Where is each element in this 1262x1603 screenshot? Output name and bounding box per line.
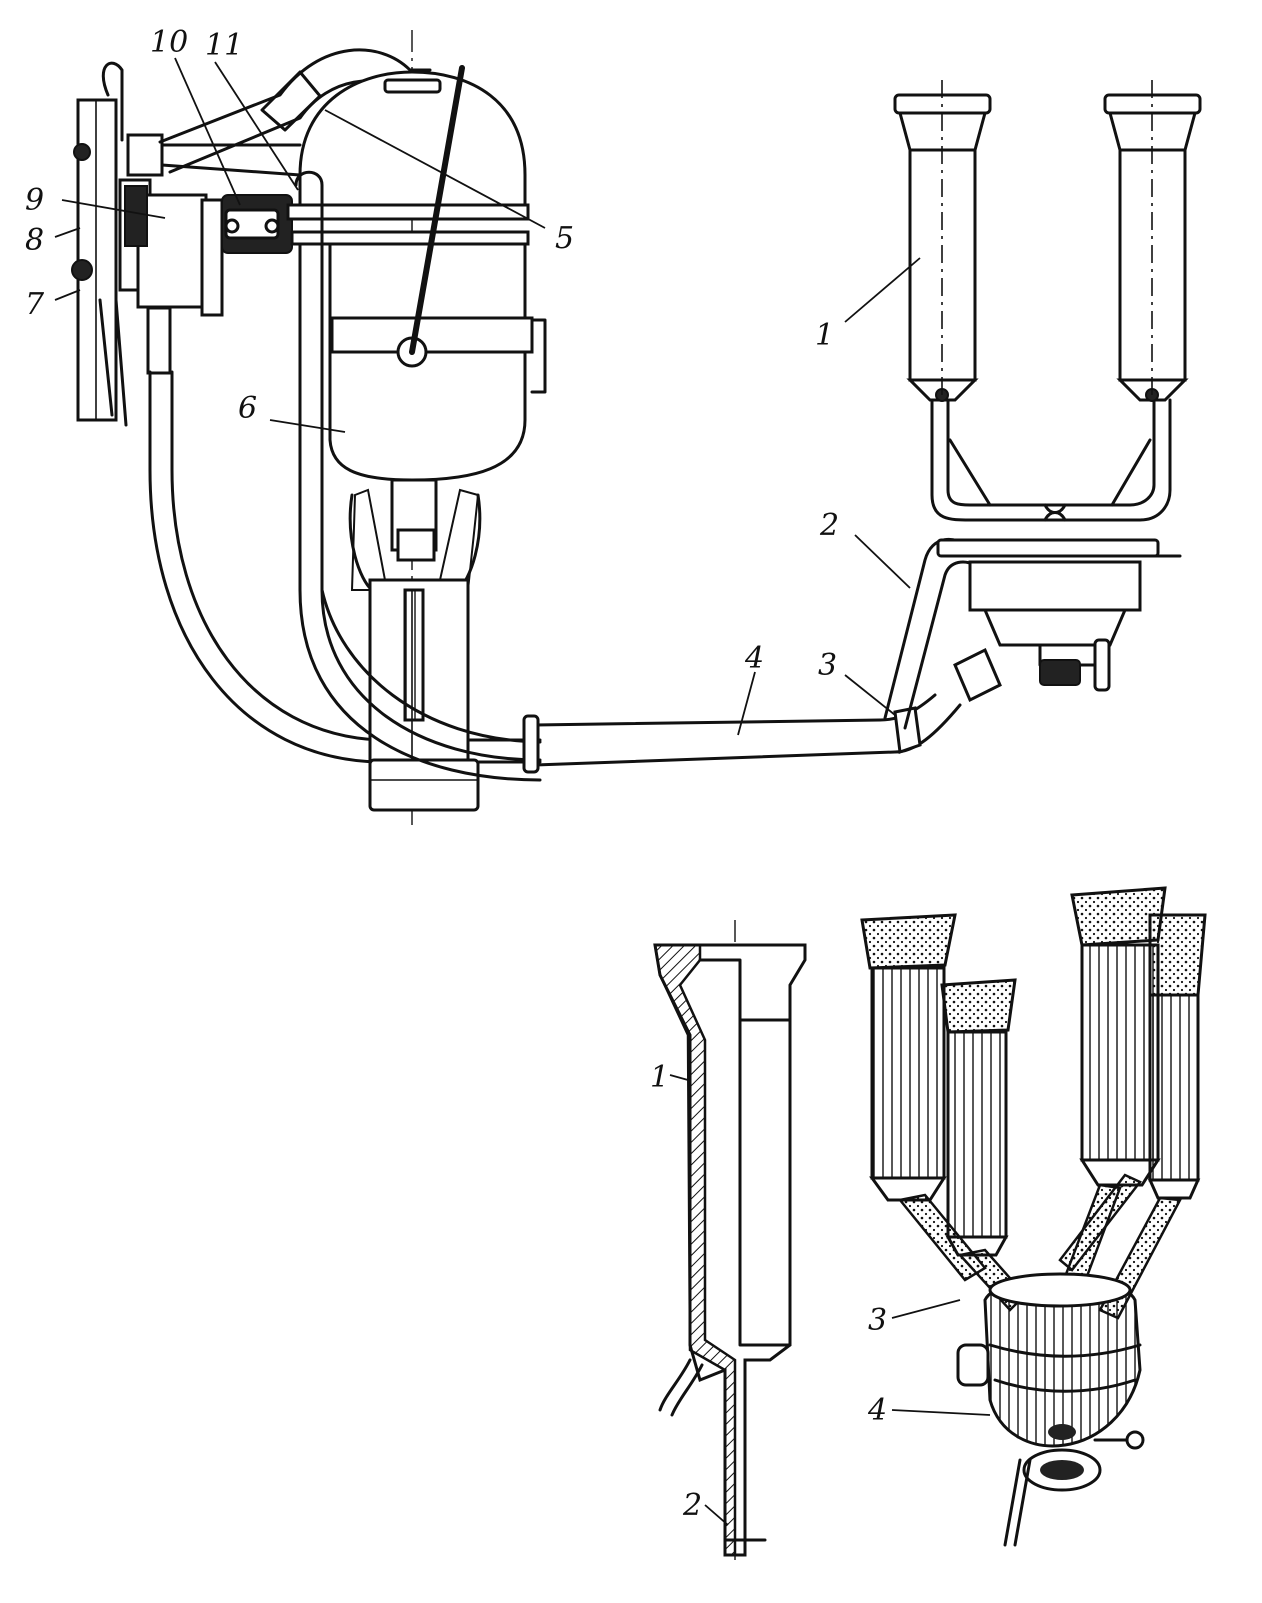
label-11: 11	[205, 28, 243, 63]
milking-pail	[286, 65, 547, 812]
hook	[101, 61, 124, 142]
pail-base	[368, 758, 480, 812]
vacuum-pipe-11	[294, 170, 542, 782]
label-7: 7	[25, 287, 45, 322]
label-1: 1	[815, 318, 834, 353]
label-9: 9	[25, 183, 44, 218]
label-3: 3	[818, 648, 837, 683]
teat-cup-left	[893, 80, 992, 402]
label-2: 2	[819, 508, 839, 543]
label-10: 10	[150, 25, 188, 60]
pulsator	[118, 133, 302, 317]
perspective-cup-1	[860, 913, 957, 1202]
top-assembly: 1 2 3 4 5 6 7 8 9 10 11	[25, 25, 1202, 825]
pulsator-membrane	[124, 185, 148, 247]
perspective-cup-2	[940, 978, 1017, 1257]
pail-lid	[298, 70, 527, 207]
pulsator-chamber	[136, 193, 208, 309]
claw-arms	[930, 398, 1172, 522]
label-4: 4	[744, 641, 764, 676]
claw-label-4: 4	[867, 1393, 887, 1428]
hose-coupling	[522, 714, 540, 774]
perspective-cup-3	[1070, 886, 1167, 1187]
claw-label-3: 3	[868, 1303, 887, 1338]
pulsator-flange	[200, 198, 224, 317]
section-label-2: 2	[682, 1488, 702, 1523]
pail-handle	[409, 65, 465, 355]
teat-cup-section: 1 2	[650, 920, 807, 1560]
perspective-cup-4	[1147, 913, 1207, 1200]
teat-cup-right	[1103, 80, 1202, 402]
label-6: 6	[238, 391, 257, 426]
collector	[936, 538, 1182, 703]
wall-bracket	[71, 61, 128, 427]
pulsator-vacuum-hose	[146, 306, 542, 764]
label-8: 8	[25, 223, 44, 258]
lid-rim	[286, 203, 530, 221]
claw-assembly-view: 3 4	[860, 886, 1207, 1547]
section-label-1: 1	[650, 1060, 669, 1095]
label-5: 5	[555, 221, 574, 256]
pulsator-top-nozzle	[126, 133, 164, 177]
